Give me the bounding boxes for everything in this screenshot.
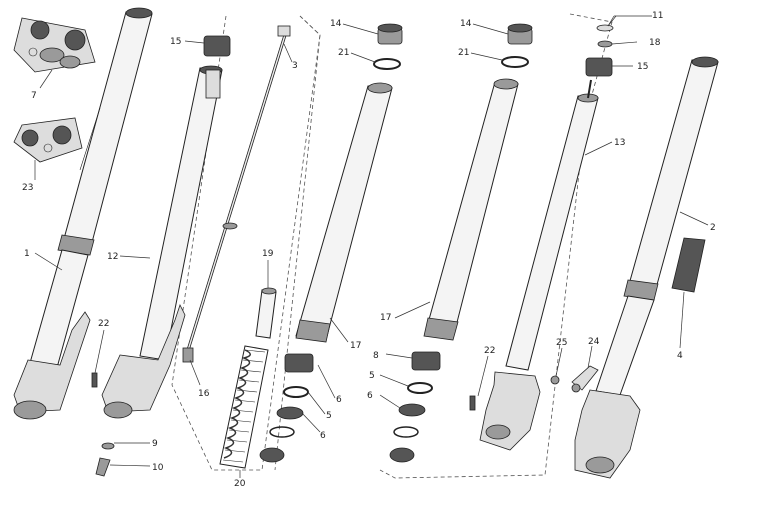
callout-15-right: 15 <box>637 62 648 72</box>
callout-8-a: 8 <box>373 351 379 361</box>
callout-23: 23 <box>22 183 33 193</box>
callout-24: 24 <box>588 337 600 347</box>
seal-stack-left <box>259 353 314 463</box>
callout-5-b: 5 <box>369 371 375 381</box>
fork-outer-tube-part-12 <box>101 65 223 419</box>
callout-9: 9 <box>152 439 158 449</box>
callout-18: 18 <box>649 38 661 48</box>
callout-21-right: 21 <box>458 48 469 58</box>
fork-inner-tube-part-17-right <box>423 78 519 341</box>
seal-stack-right <box>389 351 441 463</box>
callout-2: 2 <box>710 223 716 233</box>
washer-part-11-18 <box>596 24 614 48</box>
fork-spring-part-20 <box>219 345 269 469</box>
callout-12: 12 <box>107 252 118 262</box>
fork-outer-tube-part-1 <box>13 7 153 420</box>
callout-13: 13 <box>614 138 625 148</box>
leader-11b <box>607 15 617 27</box>
callout-14-right: 14 <box>460 19 472 29</box>
callout-14-left: 14 <box>330 19 342 29</box>
spacer-sleeve-part-19 <box>255 287 277 339</box>
callout-labels: 1 7 23 12 15 3 16 19 20 22 9 10 14 21 14… <box>22 11 716 489</box>
fork-clamp-part-7 <box>13 17 96 73</box>
leader-lines <box>34 15 709 478</box>
sensor-part-24 <box>571 365 599 393</box>
fork-guard-part-4 <box>671 237 706 293</box>
callout-5-a: 5 <box>326 411 332 421</box>
washer-part-9 <box>101 442 115 450</box>
callout-11: 11 <box>652 11 663 21</box>
top-cap-part-14-left <box>377 23 403 45</box>
bolt-part-10 <box>95 457 111 477</box>
callout-17-right: 17 <box>380 313 391 323</box>
callout-3: 3 <box>292 61 298 71</box>
bolt-part-22 <box>91 372 476 411</box>
fork-clamp-part-23 <box>13 117 83 163</box>
damper-rod-part-3 <box>182 25 291 363</box>
bolt-part-25 <box>550 375 560 385</box>
top-cap-part-14-right <box>507 23 533 45</box>
callout-15-left: 15 <box>170 37 181 47</box>
callout-25: 25 <box>556 338 567 348</box>
callout-1: 1 <box>24 249 30 259</box>
cap-part-15 <box>203 35 613 99</box>
callout-17-left: 17 <box>350 341 361 351</box>
callout-19: 19 <box>262 249 274 259</box>
callout-22-right: 22 <box>484 346 495 356</box>
fork-outer-tube-part-2 <box>574 56 719 479</box>
fork-inner-tube-part-17-left <box>295 82 393 343</box>
callout-22-left: 22 <box>98 319 109 329</box>
callout-6-b: 6 <box>320 431 326 441</box>
callout-20: 20 <box>234 479 246 489</box>
callout-7: 7 <box>31 91 37 101</box>
callout-21-left: 21 <box>338 48 349 58</box>
o-ring-part-21 <box>373 56 529 70</box>
callout-6-a: 6 <box>336 395 342 405</box>
callout-16: 16 <box>198 389 210 399</box>
callout-4: 4 <box>677 351 683 361</box>
callout-10: 10 <box>152 463 164 473</box>
fork-inner-tube-part-13 <box>479 79 599 451</box>
callout-6-c: 6 <box>367 391 373 401</box>
